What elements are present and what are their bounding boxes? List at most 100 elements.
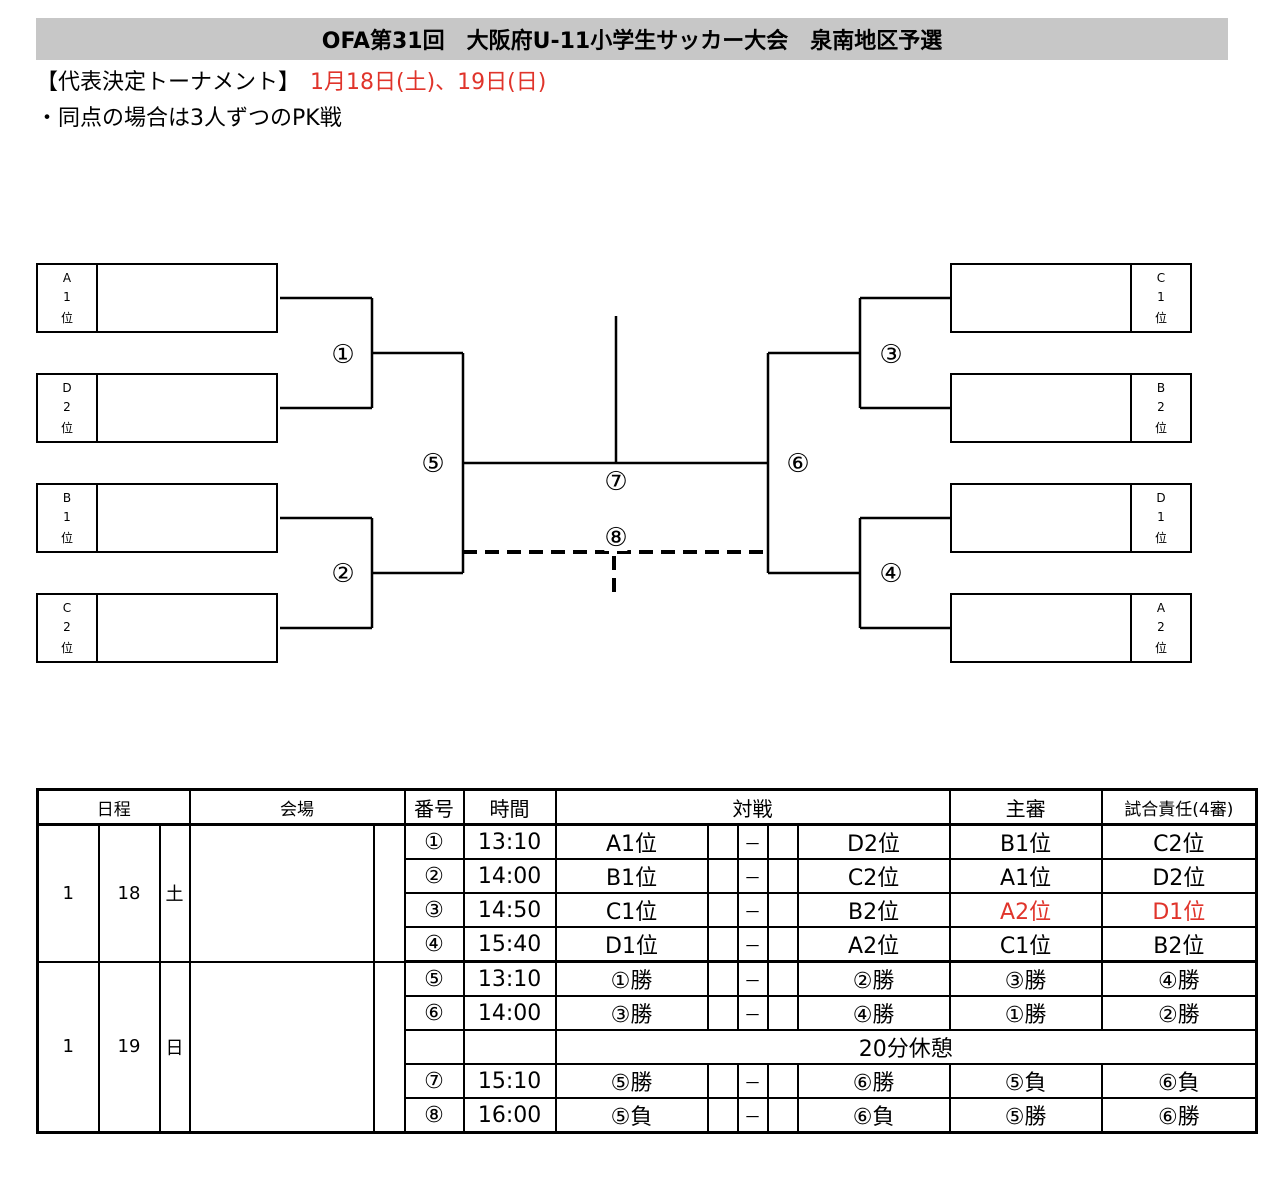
header-number: 番号 bbox=[403, 788, 465, 826]
table-row: ⑦ 15:10 ⑤勝 － ⑥勝 ⑤負 ⑥負 bbox=[38, 1063, 1258, 1099]
vs-mark: － bbox=[736, 1097, 769, 1134]
score-cell bbox=[766, 823, 799, 860]
vs-mark: － bbox=[736, 960, 769, 997]
match-official: C2位 bbox=[1100, 823, 1258, 860]
match-number-3: ③ bbox=[879, 340, 903, 370]
score-cell bbox=[766, 1063, 799, 1099]
day2-venue bbox=[188, 960, 375, 1134]
match-home: A1位 bbox=[554, 823, 709, 860]
match-number-5: ⑤ bbox=[421, 449, 445, 479]
match-num: ⑦ bbox=[403, 1063, 465, 1099]
subtitle-dates: 1月18日(土)、19日(日) bbox=[310, 70, 547, 95]
score-cell bbox=[706, 926, 739, 963]
team-name-cell bbox=[98, 595, 276, 661]
table-row: ⑥ 14:00 ③勝 － ④勝 ①勝 ②勝 bbox=[38, 995, 1258, 1031]
table-row: ③ 14:50 C1位 － B2位 A2位 D1位 bbox=[38, 892, 1258, 928]
match-referee: B1位 bbox=[948, 823, 1103, 860]
match-home: ③勝 bbox=[554, 995, 709, 1031]
match-time: 13:10 bbox=[462, 823, 557, 860]
match-num: ① bbox=[403, 823, 465, 860]
team-name-cell bbox=[98, 485, 276, 551]
match-time: 14:50 bbox=[462, 892, 557, 928]
score-cell bbox=[706, 1097, 739, 1134]
day1-venue-sub bbox=[372, 823, 406, 963]
match-home: D1位 bbox=[554, 926, 709, 963]
team-name-cell bbox=[98, 375, 276, 441]
match-number-6: ⑥ bbox=[786, 449, 810, 479]
day2-month: 1 bbox=[36, 960, 100, 1134]
bracket-lines bbox=[280, 296, 950, 630]
score-cell bbox=[766, 995, 799, 1031]
score-cell bbox=[766, 892, 799, 928]
match-away: D2位 bbox=[796, 823, 951, 860]
team-name-cell bbox=[952, 265, 1130, 331]
match-referee: A1位 bbox=[948, 858, 1103, 894]
match-referee: ③勝 bbox=[948, 960, 1103, 997]
match-number-8: ⑧ bbox=[604, 523, 628, 553]
match-away: ④勝 bbox=[796, 995, 951, 1031]
match-num: ④ bbox=[403, 926, 465, 963]
score-cell bbox=[706, 892, 739, 928]
match-home: ①勝 bbox=[554, 960, 709, 997]
header-official: 試合責任(4審) bbox=[1100, 788, 1258, 826]
vs-mark: － bbox=[736, 1063, 769, 1099]
day2-venue-sub bbox=[372, 960, 406, 1134]
match-referee: C1位 bbox=[948, 926, 1103, 963]
header-match: 対戦 bbox=[554, 788, 951, 826]
match-num: ③ bbox=[403, 892, 465, 928]
match-home: ⑤負 bbox=[554, 1097, 709, 1134]
match-away: A2位 bbox=[796, 926, 951, 963]
match-time: 14:00 bbox=[462, 995, 557, 1031]
day1-day: 18 bbox=[97, 823, 161, 963]
score-cell bbox=[766, 1097, 799, 1134]
header-date: 日程 bbox=[36, 788, 191, 826]
vs-mark: － bbox=[736, 926, 769, 963]
match-home: C1位 bbox=[554, 892, 709, 928]
score-cell bbox=[706, 1063, 739, 1099]
day1-venue bbox=[188, 823, 375, 963]
match-referee: ①勝 bbox=[948, 995, 1103, 1031]
day1-weekday: 土 bbox=[158, 823, 191, 963]
match-referee: ⑤勝 bbox=[948, 1097, 1103, 1134]
header-time: 時間 bbox=[462, 788, 557, 826]
vs-mark: － bbox=[736, 995, 769, 1031]
match-official: ④勝 bbox=[1100, 960, 1258, 997]
team-name-cell bbox=[952, 485, 1130, 551]
score-cell bbox=[706, 960, 739, 997]
table-row: ⑧ 16:00 ⑤負 － ⑥負 ⑤勝 ⑥勝 bbox=[38, 1097, 1258, 1134]
match-num: ② bbox=[403, 858, 465, 894]
match-away: B2位 bbox=[796, 892, 951, 928]
table-row: ② 14:00 B1位 － C2位 A1位 D2位 bbox=[38, 858, 1258, 894]
match-away: C2位 bbox=[796, 858, 951, 894]
match-time: 13:10 bbox=[462, 960, 557, 997]
match-official-highlight: D1位 bbox=[1100, 892, 1258, 928]
match-time: 15:40 bbox=[462, 926, 557, 963]
match-time: 14:00 bbox=[462, 858, 557, 894]
table-row-break: 20分休憩 bbox=[38, 1029, 1258, 1065]
match-official: D2位 bbox=[1100, 858, 1258, 894]
match-away: ⑥勝 bbox=[796, 1063, 951, 1099]
match-time: 15:10 bbox=[462, 1063, 557, 1099]
match-number-7: ⑦ bbox=[604, 467, 628, 497]
break-time bbox=[462, 1029, 557, 1065]
match-num: ⑧ bbox=[403, 1097, 465, 1134]
score-cell bbox=[706, 995, 739, 1031]
team-name-cell bbox=[952, 375, 1130, 441]
match-official: B2位 bbox=[1100, 926, 1258, 963]
pk-note: ・同点の場合は3人ずつのPK戦 bbox=[36, 106, 342, 131]
team-name-cell bbox=[952, 595, 1130, 661]
team-name-cell bbox=[98, 265, 276, 331]
match-num: ⑤ bbox=[403, 960, 465, 997]
score-cell bbox=[706, 823, 739, 860]
score-cell bbox=[766, 926, 799, 963]
subtitle-label: 【代表決定トーナメント】 bbox=[36, 70, 301, 95]
